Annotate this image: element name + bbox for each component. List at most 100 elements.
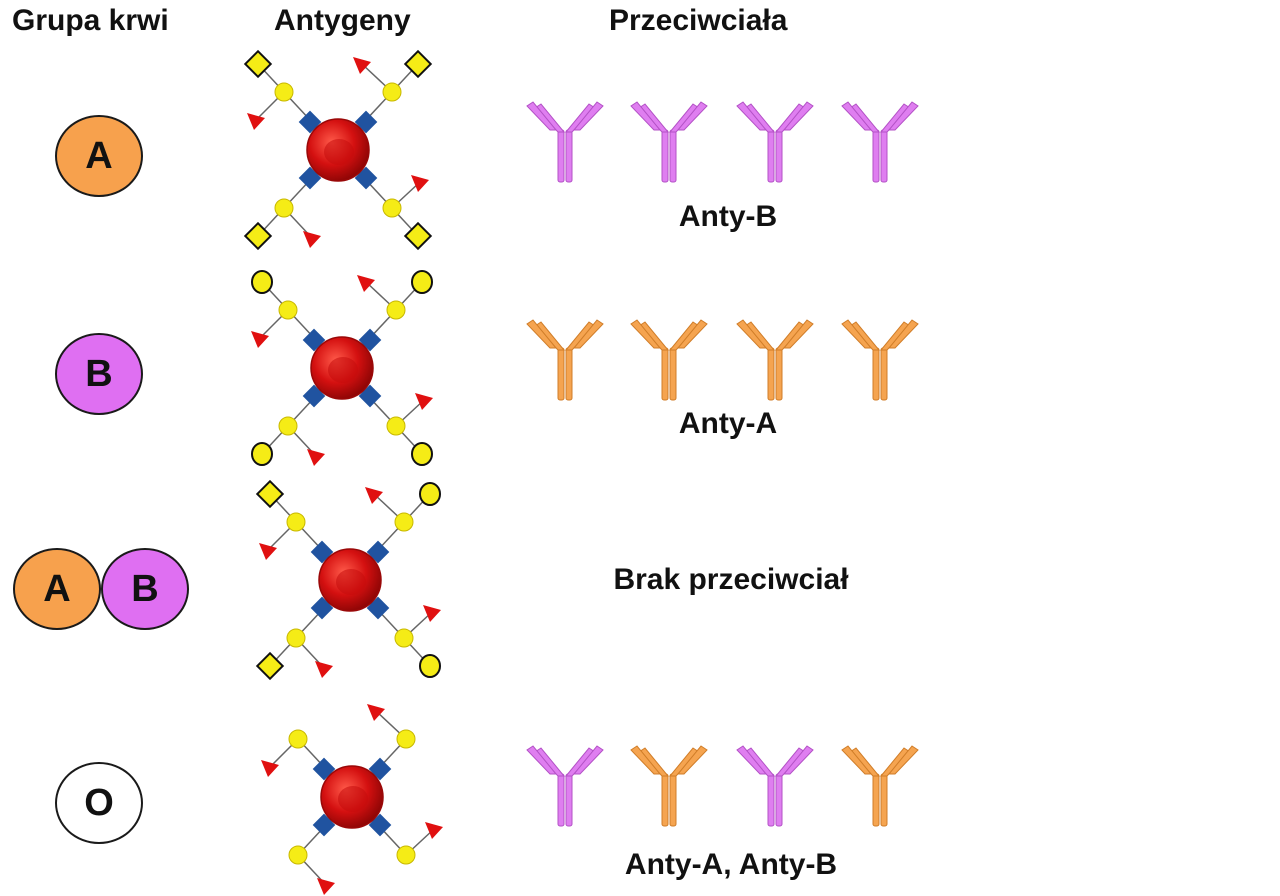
header-blood-group: Grupa krwi <box>12 4 169 37</box>
antibody-arm <box>736 319 768 349</box>
galactose-circle <box>382 82 402 102</box>
antigen-cell-group <box>261 704 443 895</box>
antibody-arm <box>572 101 604 131</box>
group-letter: A <box>85 134 113 177</box>
antibody-stem <box>767 773 775 827</box>
antibody-stem <box>880 129 888 183</box>
terminal-diamond <box>403 221 433 251</box>
antibody-stem <box>775 129 783 183</box>
galactose-circle <box>394 512 414 532</box>
antibody-stem <box>661 347 669 401</box>
antibody-arm <box>841 101 873 131</box>
fucose-triangle <box>423 605 441 622</box>
galactose-circle <box>274 198 294 218</box>
antibody-arm <box>782 745 814 775</box>
fucose-triangle <box>317 878 335 895</box>
antibody-orange-icon <box>841 319 919 401</box>
antibody-stem <box>565 347 573 401</box>
fucose-triangle <box>259 543 277 560</box>
antibody-stem <box>557 129 565 183</box>
antibody-stem <box>872 773 880 827</box>
antibody-orange-icon <box>630 319 708 401</box>
antibody-purple-icon <box>736 101 814 183</box>
fucose-triangle <box>365 487 383 504</box>
antibody-label-row-3: Brak przeciwciał <box>613 563 849 596</box>
antibody-arm <box>676 319 708 349</box>
antibody-stem <box>565 773 573 827</box>
galactose-circle <box>288 845 308 865</box>
antibody-stem <box>557 773 565 827</box>
antibody-arm <box>630 319 662 349</box>
galactose-circle <box>286 512 306 532</box>
antibody-stem <box>880 773 888 827</box>
antibody-orange-icon <box>526 319 604 401</box>
antibody-stem <box>880 347 888 401</box>
antibody-arm <box>736 101 768 131</box>
antibody-arm <box>841 745 873 775</box>
antibody-arm <box>782 101 814 131</box>
antibody-purple-icon <box>526 101 604 183</box>
antibody-arm <box>630 745 662 775</box>
galactose-circle <box>396 729 416 749</box>
fucose-triangle <box>415 393 433 410</box>
antibody-orange-icon <box>841 745 919 827</box>
antibody-stem <box>767 347 775 401</box>
antibody-arm <box>572 745 604 775</box>
galactose-circle <box>386 416 406 436</box>
header-antibodies: Przeciwciała <box>609 4 788 37</box>
fucose-triangle <box>261 760 279 777</box>
antibody-stem <box>775 347 783 401</box>
galactose-circle <box>286 628 306 648</box>
antibody-arm <box>736 745 768 775</box>
group-a-badge: A <box>55 115 143 197</box>
antibody-label-row-1: Anty-B <box>678 200 778 233</box>
fucose-triangle <box>307 449 325 466</box>
antibody-arm <box>526 745 558 775</box>
fucose-triangle <box>425 822 443 839</box>
antibody-stem <box>775 773 783 827</box>
antibody-stem <box>767 129 775 183</box>
antibody-arm <box>887 745 919 775</box>
header-antigens: Antygeny <box>274 4 411 37</box>
antibody-arm <box>572 319 604 349</box>
galactose-circle <box>278 416 298 436</box>
galactose-circle <box>274 82 294 102</box>
antibody-purple-icon <box>526 745 604 827</box>
terminal-circle <box>251 442 273 466</box>
antibody-arm <box>841 319 873 349</box>
fucose-triangle <box>353 57 371 74</box>
group-letter: B <box>131 567 159 610</box>
terminal-circle <box>411 442 433 466</box>
group-letter: A <box>43 567 71 610</box>
antibody-label-row-2: Anty-A <box>678 407 778 440</box>
group-ab-badge-a: A <box>13 548 101 630</box>
antigen-cell-group <box>243 49 433 251</box>
galactose-circle <box>288 729 308 749</box>
antibody-stem <box>661 773 669 827</box>
antibody-purple-icon <box>841 101 919 183</box>
antibody-arm <box>526 319 558 349</box>
antigen-cell-group <box>251 270 433 466</box>
terminal-diamond <box>255 479 285 509</box>
antibody-arm <box>676 745 708 775</box>
group-o-badge: O <box>55 762 143 844</box>
fucose-triangle <box>303 231 321 248</box>
group-letter: B <box>85 352 113 395</box>
fucose-triangle <box>357 275 375 292</box>
galactose-circle <box>394 628 414 648</box>
fucose-triangle <box>367 704 385 721</box>
antibody-arm <box>887 319 919 349</box>
antibody-label-row-4: Anty-A, Anty-B <box>624 848 838 881</box>
antibody-purple-icon <box>630 101 708 183</box>
galactose-circle <box>382 198 402 218</box>
fucose-triangle <box>247 113 265 130</box>
group-ab-badge-b: B <box>101 548 189 630</box>
galactose-circle <box>396 845 416 865</box>
antibody-arm <box>887 101 919 131</box>
fucose-triangle <box>315 661 333 678</box>
red-blood-cell-center <box>338 786 368 812</box>
terminal-circle <box>419 482 441 506</box>
antibody-arm <box>782 319 814 349</box>
